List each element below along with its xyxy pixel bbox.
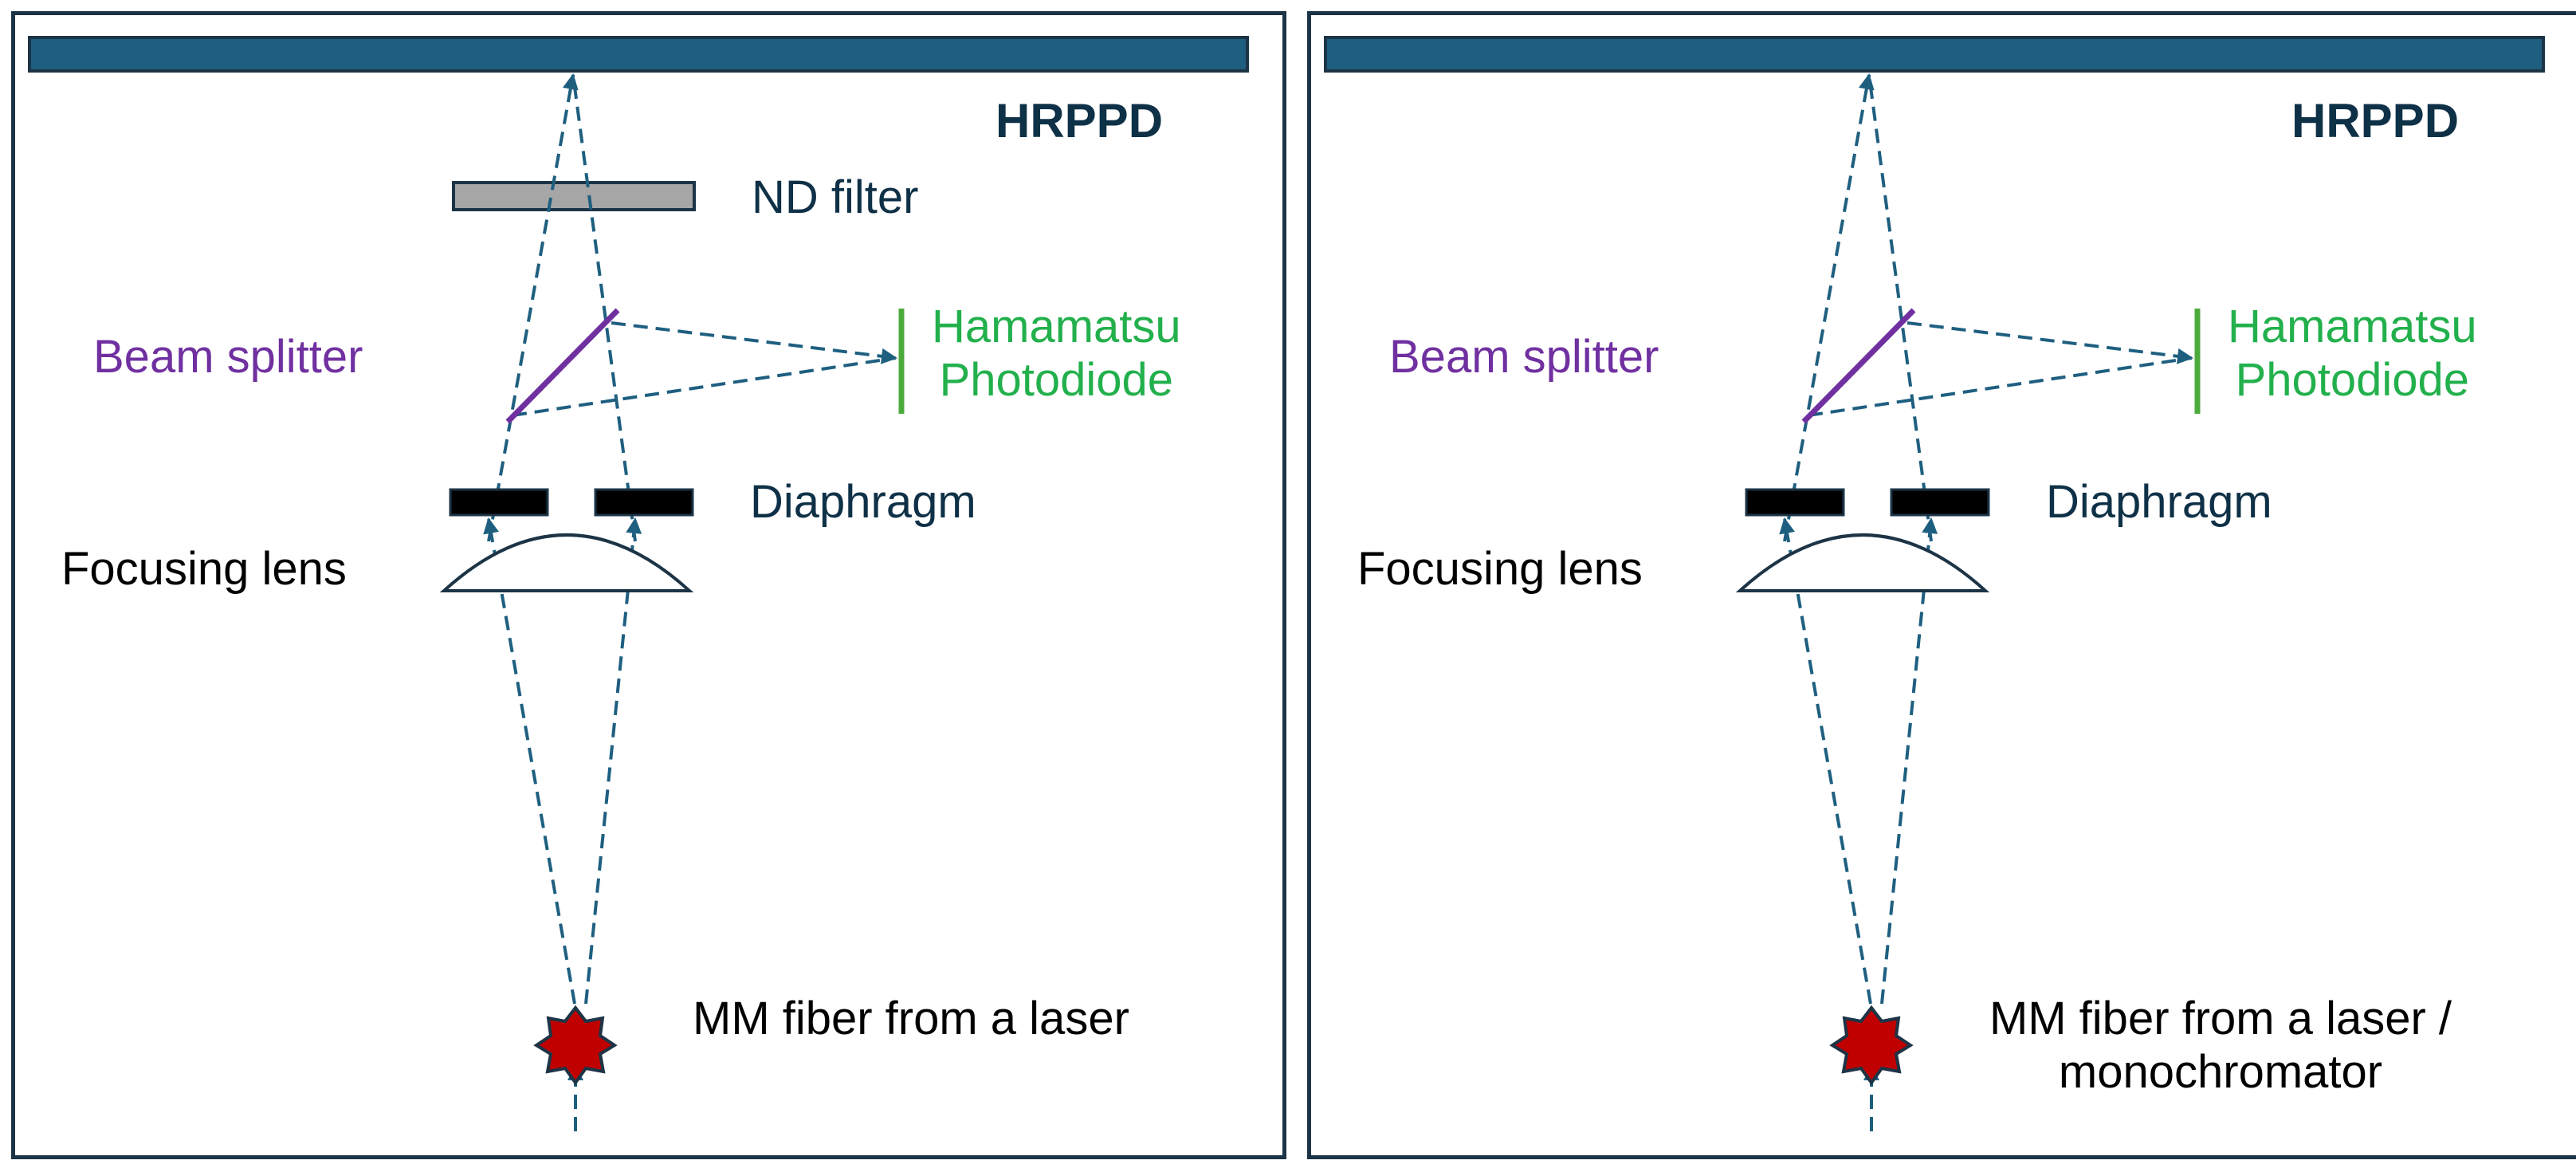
source-label-line1: MM fiber from a laser / bbox=[1989, 993, 2452, 1044]
focusing-lens-label: Focusing lens bbox=[61, 543, 347, 595]
diaphragm-right-blade bbox=[594, 488, 694, 517]
diaphragm-left-blade bbox=[1745, 488, 1845, 517]
beam-splitter-element bbox=[505, 308, 620, 424]
diaphragm-label: Diaphragm bbox=[750, 476, 976, 528]
beam-ray-left-lower bbox=[483, 517, 576, 1005]
source-label-line2: monochromator bbox=[2058, 1045, 2383, 1098]
beam-splitter-label: Beam splitter bbox=[1389, 331, 1659, 383]
photodiode-label-line1: Hamamatsu bbox=[2228, 301, 2477, 352]
reflected-ray-upper bbox=[611, 321, 897, 364]
nd-filter-element bbox=[452, 181, 696, 211]
beam-ray-right-lower bbox=[1880, 517, 1938, 1005]
reflected-ray-lower bbox=[1808, 356, 2193, 417]
focusing-lens-element bbox=[1735, 533, 1990, 592]
beam-ray-left-upper bbox=[1783, 73, 1875, 542]
beam-ray-right-upper bbox=[1867, 74, 1933, 542]
laser-source-star bbox=[533, 1005, 618, 1086]
setup-panel-with-nd-filter: HRPPD ND filter Beam splitter Hamamatsu … bbox=[11, 11, 1286, 1159]
detector-label: HRPPD bbox=[2291, 94, 2460, 147]
photodiode-label-line1: Hamamatsu bbox=[932, 301, 1181, 352]
reflected-ray-lower bbox=[512, 356, 897, 417]
nd-filter-label: ND filter bbox=[752, 171, 919, 223]
diaphragm-right-blade bbox=[1890, 488, 1990, 517]
photodiode-label-line2: Photodiode bbox=[2235, 353, 2470, 406]
hrppd-detector-bar bbox=[28, 36, 1249, 73]
focusing-lens-element bbox=[439, 533, 694, 592]
hrppd-detector-bar bbox=[1324, 36, 2545, 73]
source-label-line1: MM fiber from a laser bbox=[693, 993, 1129, 1044]
beam-splitter-element bbox=[1801, 308, 1916, 424]
optical-diagram-left bbox=[28, 36, 1249, 1131]
diaphragm-left-blade bbox=[449, 488, 549, 517]
beam-ray-right-upper bbox=[571, 74, 637, 542]
beam-ray-left-lower bbox=[1779, 517, 1872, 1005]
diaphragm-label: Diaphragm bbox=[2046, 476, 2272, 528]
setup-panel-without-nd-filter: HRPPD Beam splitter Hamamatsu Photodiode… bbox=[1307, 11, 2576, 1159]
focusing-lens-label: Focusing lens bbox=[1357, 543, 1643, 595]
photodiode-label: Hamamatsu Photodiode bbox=[932, 301, 1181, 407]
beam-ray-left-upper bbox=[487, 73, 579, 542]
laser-source-star bbox=[1829, 1005, 1914, 1086]
photodiode-label: Hamamatsu Photodiode bbox=[2228, 301, 2477, 407]
detector-label: HRPPD bbox=[995, 94, 1164, 147]
source-label: MM fiber from a laser bbox=[693, 993, 1129, 1046]
optical-diagram-right bbox=[1324, 36, 2545, 1131]
reflected-ray-upper bbox=[1906, 321, 2193, 364]
beam-splitter-label: Beam splitter bbox=[93, 331, 363, 383]
photodiode-label-line2: Photodiode bbox=[939, 353, 1174, 406]
source-label: MM fiber from a laser / monochromator bbox=[1946, 993, 2496, 1099]
beam-ray-right-lower bbox=[584, 517, 642, 1005]
